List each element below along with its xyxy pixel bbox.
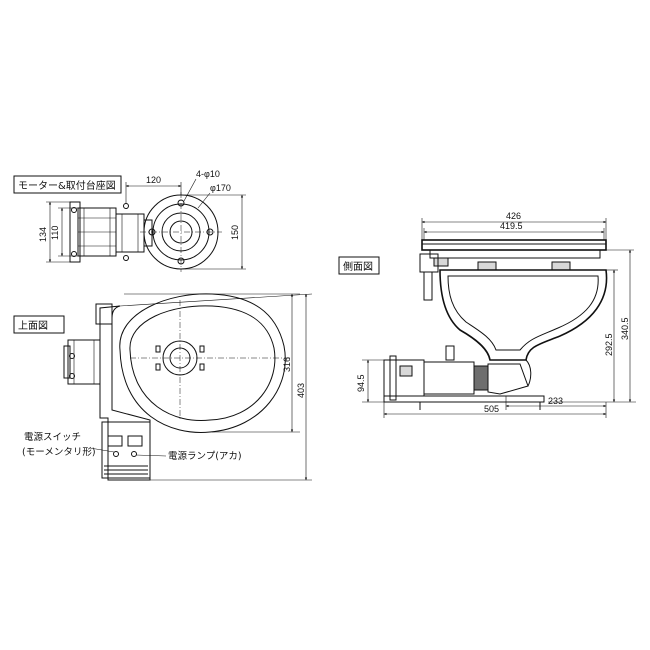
dim-150: 150 bbox=[230, 225, 240, 240]
dim-233: 233 bbox=[548, 396, 563, 406]
motor-mount-title: モーター&取付台座図 bbox=[18, 179, 116, 192]
top-view: 上面図 bbox=[13, 293, 313, 481]
top-view-dimensions: 316 403 bbox=[119, 293, 313, 481]
dim-419-5: 419.5 bbox=[500, 221, 523, 231]
motor-dimensions: 120 4-φ10 φ170 134 110 150 bbox=[38, 169, 246, 270]
side-bowl bbox=[439, 269, 608, 387]
top-view-motor bbox=[63, 339, 101, 385]
dim-134: 134 bbox=[38, 227, 48, 242]
top-view-title-box bbox=[13, 315, 65, 334]
side-pump-motor bbox=[383, 345, 545, 410]
dim-403: 403 bbox=[296, 383, 306, 398]
dim-340-5: 340.5 bbox=[620, 317, 630, 340]
side-view: 側面図 bbox=[338, 211, 636, 418]
motor-body bbox=[69, 201, 153, 263]
dim-pcd-170: φ170 bbox=[210, 183, 231, 193]
side-view-title-box bbox=[338, 256, 380, 275]
side-seat bbox=[419, 239, 607, 301]
base-plate-outline bbox=[99, 305, 151, 481]
dim-110: 110 bbox=[50, 226, 60, 240]
power-switch-label: 電源スイッチ bbox=[24, 432, 81, 443]
dim-bolt-holes: 4-φ10 bbox=[196, 169, 220, 179]
dim-316: 316 bbox=[282, 357, 292, 372]
mount-flange bbox=[140, 192, 222, 272]
bowl-seat bbox=[119, 293, 290, 433]
top-view-title: 上面図 bbox=[18, 320, 48, 332]
dim-120: 120 bbox=[146, 175, 161, 185]
power-switch-type-label: (モーメンタリ形) bbox=[22, 446, 96, 458]
dim-426: 426 bbox=[506, 211, 521, 221]
power-lamp-label: 電源ランプ(アカ) bbox=[168, 451, 242, 462]
motor-mount-title-box bbox=[13, 175, 122, 194]
motor-mount-view: モーター&取付台座図 bbox=[13, 169, 246, 272]
side-view-title: 側面図 bbox=[343, 260, 373, 273]
top-view-annotations: 電源スイッチ (モーメンタリ形) 電源ランプ(アカ) bbox=[22, 432, 242, 462]
control-panel bbox=[101, 421, 151, 479]
dim-292-5: 292.5 bbox=[604, 333, 614, 356]
dim-94-5: 94.5 bbox=[356, 374, 366, 392]
dim-505: 505 bbox=[484, 404, 499, 414]
side-view-dimensions: 426 419.5 292.5 340.5 94.5 505 233 bbox=[356, 211, 636, 418]
